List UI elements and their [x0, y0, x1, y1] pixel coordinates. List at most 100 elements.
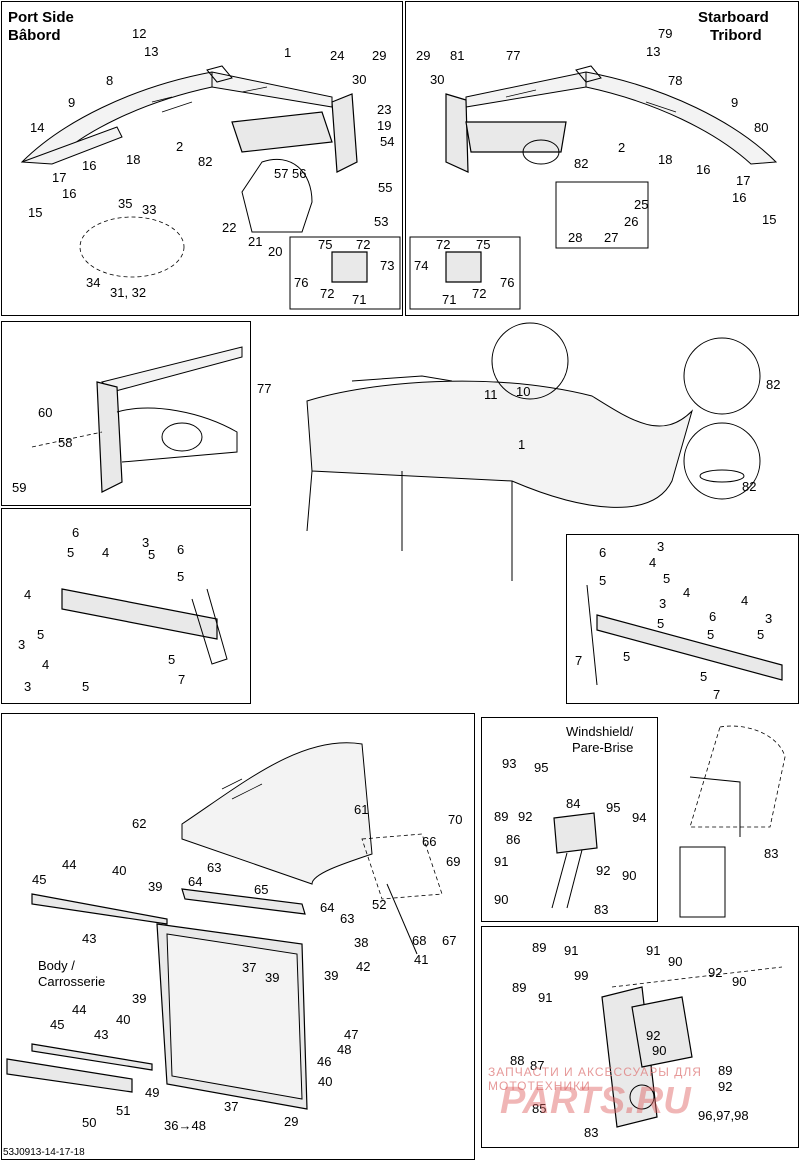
- pillar-detail-callouts: 60 58 59: [12, 405, 72, 495]
- callout-label: 89: [718, 1063, 732, 1078]
- callout-label: 76: [294, 275, 308, 290]
- callout-label: 94: [632, 810, 646, 825]
- callout-label: 92: [518, 809, 532, 824]
- callout-label: 75: [318, 237, 332, 252]
- left-bracket: [61, 588, 218, 640]
- callout-label: 82: [766, 377, 780, 392]
- callout-label: 73: [380, 258, 394, 273]
- body-label-fr: Carrosserie: [38, 974, 105, 989]
- callout-label: 25: [634, 197, 648, 212]
- callout-label: 54: [380, 134, 394, 149]
- callout-label: 66: [422, 834, 436, 849]
- callout-label: 8: [106, 73, 113, 88]
- callout-label: 92: [708, 965, 722, 980]
- left-bracket-panel: 6 4 3 5 6 5 4 5 3 4 5 3 5 5 7: [1, 508, 251, 704]
- callout-label: 45: [32, 872, 46, 887]
- callout-label: 43: [94, 1027, 108, 1042]
- callout-label: 64: [188, 874, 202, 889]
- callout-label: 86: [506, 832, 520, 847]
- callout-label: 51: [116, 1103, 130, 1118]
- callout-label: 92: [596, 863, 610, 878]
- watermark-logo: PARTS.RU: [500, 1080, 691, 1122]
- callout-label: 29: [416, 48, 430, 63]
- callout-label: 91: [494, 854, 508, 869]
- starboard-hinge-box: [409, 236, 521, 310]
- callout-label: 74: [414, 258, 428, 273]
- starboard-side-panel: Starboard Tribord 29 81 77 30 78 9 80 79…: [405, 1, 799, 316]
- callout-label: 5: [599, 573, 606, 588]
- callout-label: 22: [222, 220, 236, 235]
- callout-label: 3: [657, 539, 664, 554]
- starboard-side-drawing: Starboard Tribord 29 81 77 30 78 9 80 79…: [409, 9, 778, 310]
- callout-label: 15: [762, 212, 776, 227]
- callout-label: 4: [42, 657, 49, 672]
- right-view-callouts: 83: [764, 846, 778, 861]
- callout-label: 5: [148, 547, 155, 562]
- upper-rail: [181, 888, 306, 915]
- callout-label: 72: [436, 237, 450, 252]
- callout-label: 10: [516, 384, 530, 399]
- lower-assembly-panel: 62 61 70 66 69 45 44 40 39 63 64 65 64 6…: [1, 713, 475, 1160]
- callout-label: 26: [624, 214, 638, 229]
- callout-label: 80: [754, 120, 768, 135]
- callout-label: 34: [86, 275, 100, 290]
- callout-label: 92: [646, 1028, 660, 1043]
- callout-label: 5: [700, 669, 707, 684]
- windshield-clip: [553, 812, 598, 854]
- callout-label: 39: [132, 991, 146, 1006]
- callout-label: 12: [132, 26, 146, 41]
- callout-label: 40: [116, 1012, 130, 1027]
- callout-label: 90: [494, 892, 508, 907]
- callout-label: 37: [242, 960, 256, 975]
- callout-label: 16: [732, 190, 746, 205]
- callout-label: 89: [512, 980, 526, 995]
- pillar-detail-drawing: 60 58 59: [12, 346, 243, 495]
- callout-label: 6: [599, 545, 606, 560]
- callout-label: 7: [713, 687, 720, 702]
- callout-label: 81: [450, 48, 464, 63]
- callout-label: 5: [707, 627, 714, 642]
- callout-label: 88: [510, 1053, 524, 1068]
- callout-label: 79: [658, 26, 672, 41]
- right-bracket-panel: 6 3 4 5 5 3 4 6 4 3 5 5 5 5 7 5 7: [566, 534, 799, 704]
- callout-label: 82: [574, 156, 588, 171]
- callout-label: 29: [372, 48, 386, 63]
- callout-label: 1: [284, 45, 291, 60]
- callout-label: 75: [476, 237, 490, 252]
- left-bracket-drawing: 6 4 3 5 6 5 4 5 3 4 5 3 5 5 7: [18, 525, 228, 694]
- lower-windshield: [181, 742, 373, 885]
- callout-label: 56: [292, 166, 306, 181]
- callout-label: 44: [72, 1002, 86, 1017]
- callout-label: 91: [538, 990, 552, 1005]
- callout-label: 59: [12, 480, 26, 495]
- callout-label: 85: [532, 1101, 546, 1116]
- callout-label: 83: [584, 1125, 598, 1140]
- callout-label: 87: [530, 1058, 544, 1073]
- callout-label: 2: [176, 139, 183, 154]
- callout-label: 70: [448, 812, 462, 827]
- callout-label: 18: [126, 152, 140, 167]
- starboard-callouts: 29 81 77 30 78 9 80 79 13 82 2 18 16 17 …: [414, 26, 776, 307]
- callout-label: 89: [494, 809, 508, 824]
- port-callouts: 1 8 9 14 12 13 24 29 30 23 19 54 2 82 15…: [28, 26, 394, 307]
- callout-label: 39: [324, 968, 338, 983]
- callout-label: 45: [50, 1017, 64, 1032]
- left-rail: [31, 893, 168, 925]
- callout-label: 62: [132, 816, 146, 831]
- callout-label: 48: [337, 1042, 351, 1057]
- callout-label: 3: [765, 611, 772, 626]
- right-side-view-drawing: 83: [679, 725, 786, 918]
- center-assembly: 77 1 11 10 82 82: [252, 321, 799, 581]
- callout-label: 24: [330, 48, 344, 63]
- callout-label: 9: [68, 95, 75, 110]
- windshield-title-fr: Pare-Brise: [572, 740, 633, 755]
- body-label: Body /: [38, 958, 75, 973]
- callout-label: 99: [574, 968, 588, 983]
- watermark-text: ЗАПЧАСТИ И АКСЕССУАРЫ ДЛЯ МОТОТЕХНИКИ: [488, 1065, 702, 1093]
- callout-label: 5: [168, 652, 175, 667]
- callout-label: 39: [148, 879, 162, 894]
- lower-assembly-drawing: 62 61 70 66 69 45 44 40 39 63 64 65 64 6…: [6, 742, 462, 1133]
- callout-label: 72: [320, 286, 334, 301]
- callout-label: 35: [118, 196, 132, 211]
- hinge-detail-panel: 89 91 91 90 99 92 90 89 91 88 87 92 90 8…: [481, 926, 799, 1148]
